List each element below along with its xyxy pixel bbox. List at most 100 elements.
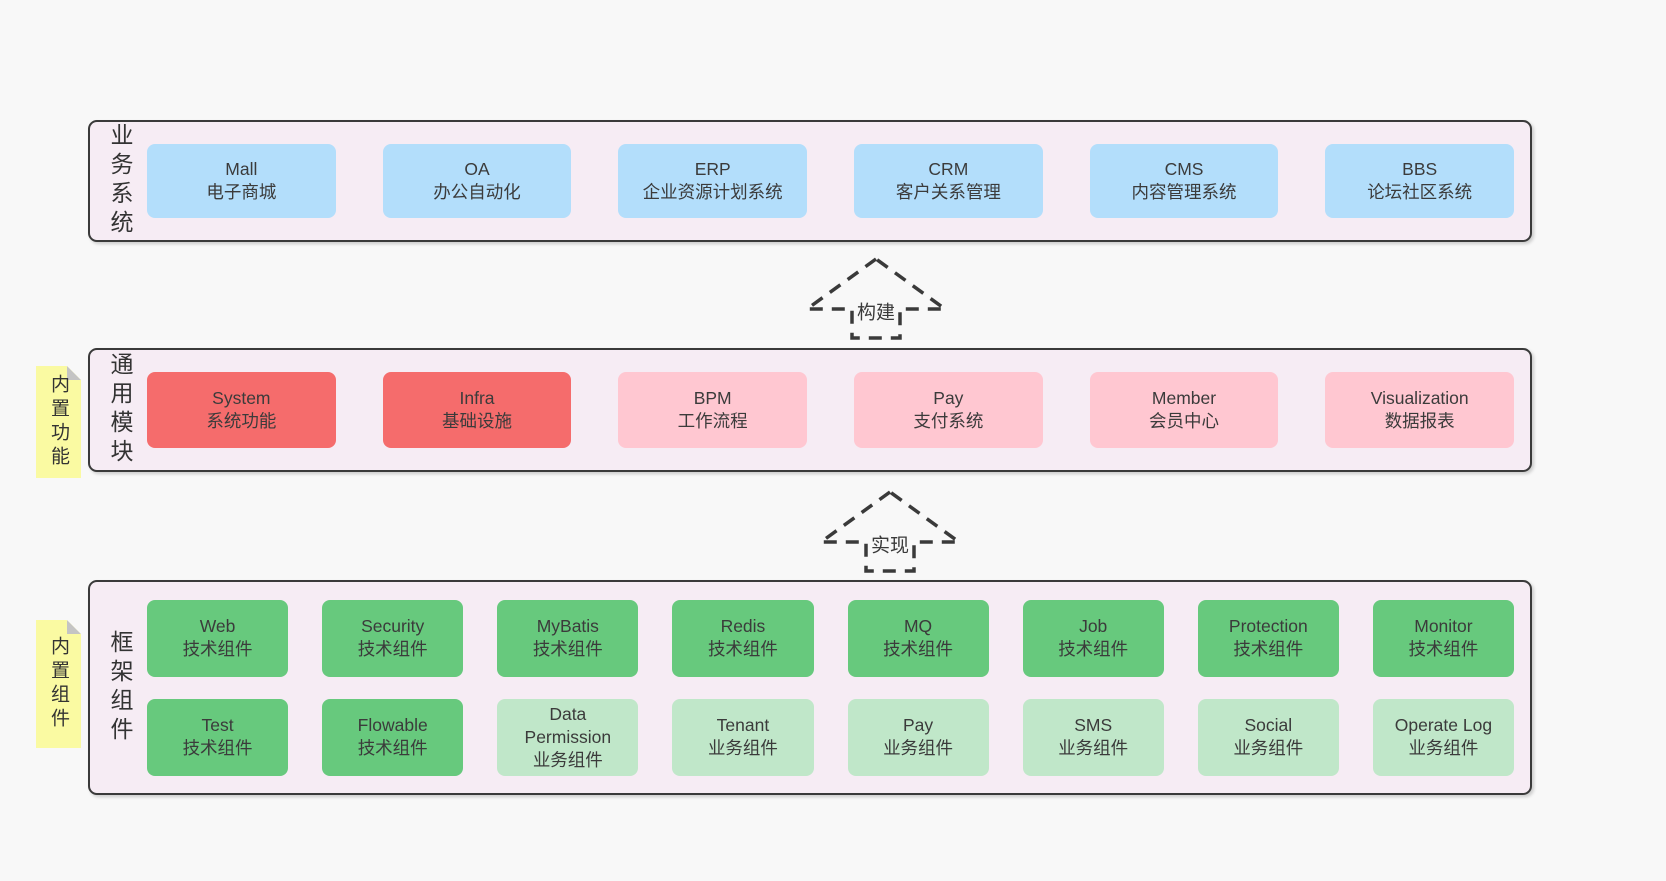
business-systems-box-grid: Mall 电子商城 OA 办公自动化 ERP 企业资源计划系统 CRM 客户关系管理 CMS 内容… [147, 122, 1515, 240]
component-box-job: Job 技术组件 [1022, 599, 1164, 677]
box-label-line: 技术组件 [1408, 639, 1479, 659]
box-label-line: Monitor [1414, 616, 1473, 636]
box-label-line: CMS [1164, 159, 1204, 179]
dashed-up-arrow-icon [805, 256, 947, 340]
box-label-line: OA [464, 159, 490, 179]
component-box-protection: Protection 技术组件 [1197, 599, 1339, 677]
component-box-operate-log: Operate Log 业务组件 [1372, 698, 1514, 776]
component-box-pay: Pay 业务组件 [847, 698, 989, 776]
arrow-implement: 实现 [819, 489, 961, 574]
box-label-line: 业务组件 [1233, 738, 1304, 758]
arrow-build: 构建 [805, 256, 947, 341]
box-label-line: 论坛社区系统 [1367, 182, 1473, 202]
box-label-line: Job [1079, 616, 1108, 636]
component-box-security: Security 技术组件 [322, 599, 464, 677]
box-label-line: Infra [459, 388, 495, 408]
component-box-test: Test 技术组件 [147, 698, 289, 776]
component-box-mall: Mall 电子商城 [147, 144, 336, 218]
component-box-erp: ERP 企业资源计划系统 [618, 144, 808, 218]
box-label-line: 技术组件 [1233, 639, 1304, 659]
box-label-line: BPM [693, 388, 732, 408]
box-label-line: 技术组件 [182, 738, 253, 758]
box-label-line: CRM [928, 159, 969, 179]
box-label-line: 技术组件 [707, 639, 778, 659]
box-label-line: 数据报表 [1384, 411, 1455, 431]
box-label-line: Security [361, 616, 425, 636]
box-label-line: 业务组件 [707, 738, 778, 758]
box-label-line: 企业资源计划系统 [642, 182, 783, 202]
box-label-line: 会员中心 [1149, 411, 1220, 431]
box-label-line: 技术组件 [883, 639, 954, 659]
box-label-line: MyBatis [536, 616, 599, 636]
box-label-line: 业务组件 [1058, 738, 1129, 758]
component-box-flowable: Flowable 技术组件 [322, 698, 464, 776]
box-label-line: 技术组件 [357, 639, 428, 659]
section-business-systems: 业务系统 Mall 电子商城 OA 办公自动化 ERP 企业资源计划系统 CRM 客户关系管理… [88, 120, 1532, 242]
box-label-line: Visualization [1370, 388, 1469, 408]
box-label-line: ERP [694, 159, 731, 179]
box-label-line: Redis [720, 616, 766, 636]
box-label-line: Pay [902, 715, 934, 735]
component-box-bbs: BBS 论坛社区系统 [1325, 144, 1515, 218]
component-box-crm: CRM 客户关系管理 [854, 144, 1043, 218]
box-row: Mall 电子商城 OA 办公自动化 ERP 企业资源计划系统 CRM 客户关系管理 CMS 内容… [147, 144, 1515, 218]
component-box-oa: OA 办公自动化 [382, 144, 572, 218]
section-title-common-modules: 通用模块 [107, 352, 133, 468]
component-box-mq: MQ 技术组件 [847, 599, 989, 677]
box-label-line: 技术组件 [1058, 639, 1129, 659]
box-label-line: 办公自动化 [433, 182, 521, 202]
box-label-line: 业务组件 [1408, 738, 1479, 758]
box-label-line: 系统功能 [206, 411, 277, 431]
component-box-redis: Redis 技术组件 [672, 599, 814, 677]
box-label-line: 技术组件 [357, 738, 428, 758]
box-label-line: 技术组件 [182, 639, 253, 659]
box-label-line: Data [549, 703, 587, 724]
folded-corner-icon [67, 620, 81, 634]
box-label-line: BBS [1402, 159, 1438, 179]
box-label-line: 工作流程 [677, 411, 748, 431]
box-label-line: 电子商城 [206, 182, 277, 202]
box-label-line: MQ [903, 616, 933, 636]
box-label-line: Protection [1228, 616, 1308, 636]
component-box-cms: CMS 内容管理系统 [1089, 144, 1279, 218]
box-label-line: Mall [225, 159, 258, 179]
component-box-tenant: Tenant 业务组件 [672, 698, 814, 776]
box-label-line: Test [201, 715, 234, 735]
box-label-line: Pay [933, 388, 964, 408]
box-label-line: 内容管理系统 [1131, 182, 1237, 202]
sticky-note-builtin-features-label: 内置功能 [48, 374, 69, 470]
sticky-note-builtin-components: 内置组件 [36, 620, 81, 748]
arrow-implement-label: 实现 [867, 530, 913, 558]
arrow-build-label: 构建 [853, 297, 899, 325]
dashed-up-arrow-icon [819, 489, 961, 573]
component-box-system: System 系统功能 [147, 372, 336, 448]
component-box-pay: Pay 支付系统 [854, 372, 1043, 448]
box-label-line: 支付系统 [913, 411, 984, 431]
box-label-line: 客户关系管理 [895, 182, 1001, 202]
component-box-bpm: BPM 工作流程 [618, 372, 808, 448]
sticky-note-builtin-features: 内置功能 [36, 366, 81, 478]
component-box-visualization: Visualization 数据报表 [1325, 372, 1515, 448]
section-title-business-systems: 业务系统 [107, 123, 133, 239]
section-title-framework-components: 框架组件 [107, 629, 133, 746]
box-label-line: 业务组件 [532, 749, 603, 770]
box-label-line: SMS [1074, 715, 1113, 735]
box-label-line: Social [1244, 715, 1293, 735]
component-box-social: Social 业务组件 [1197, 698, 1339, 776]
box-label-line: Permission [524, 726, 612, 747]
box-label-line: Tenant [716, 715, 770, 735]
box-label-line: Member [1151, 388, 1217, 408]
box-label-line: 业务组件 [883, 738, 954, 758]
box-label-line: System [212, 388, 271, 408]
box-label-line: Operate Log [1394, 715, 1493, 735]
box-label-line: Flowable [357, 715, 428, 735]
